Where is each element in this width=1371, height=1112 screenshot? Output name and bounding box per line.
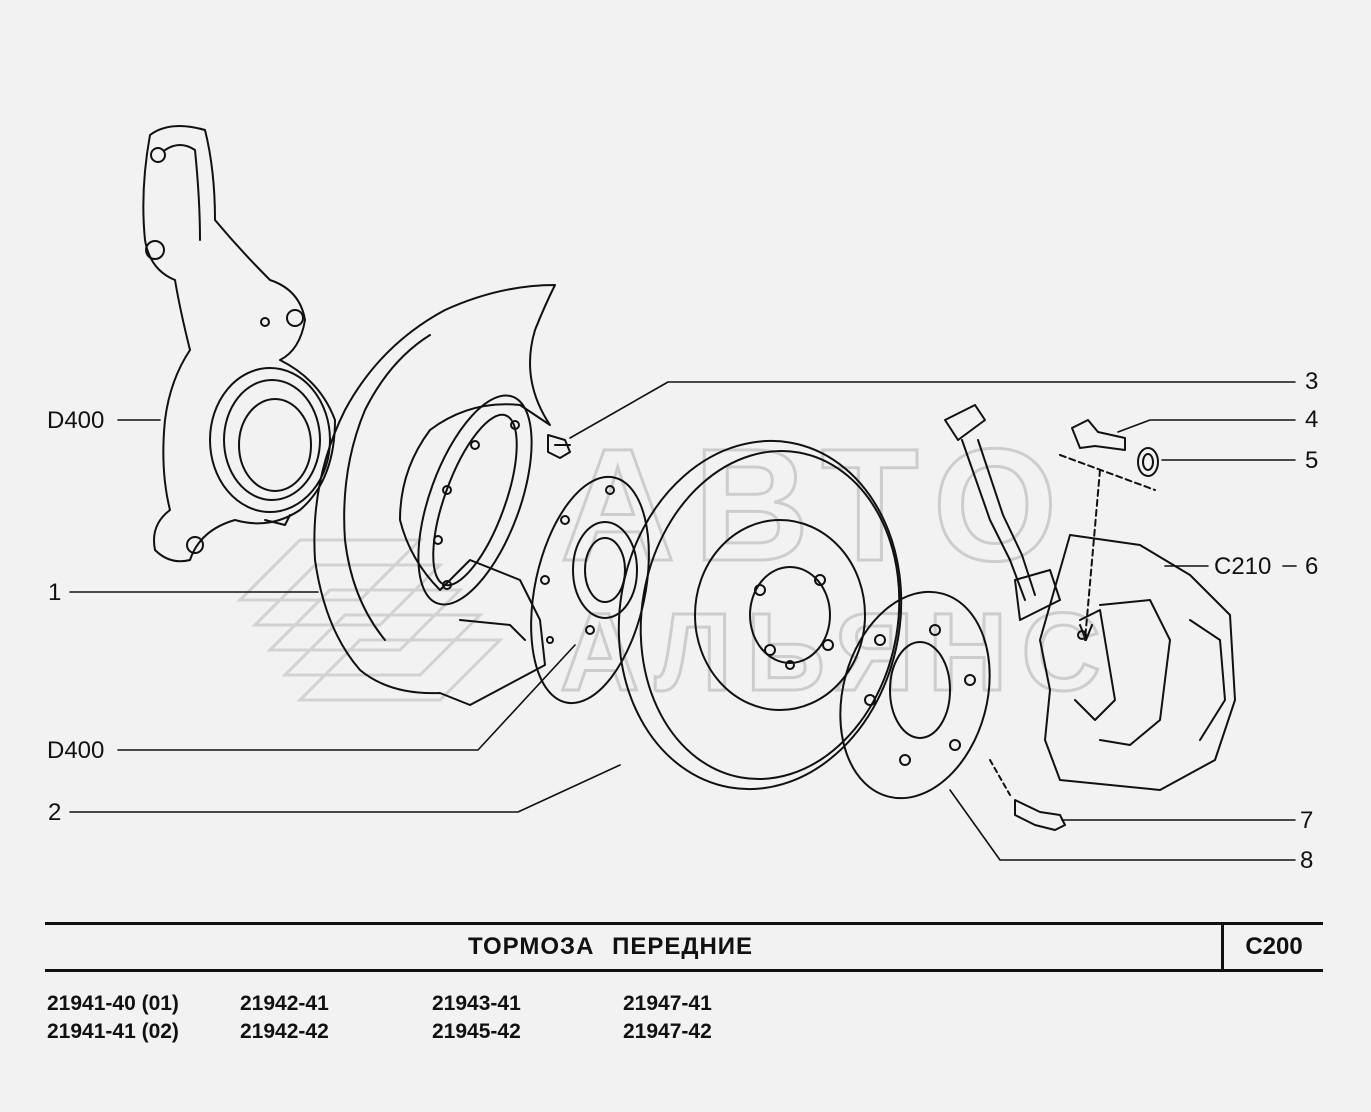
wheel-stud [989,759,1066,831]
title-bar: ТОРМОЗА ПЕРЕДНИЕ C200 [45,922,1323,972]
page-title: ТОРМОЗА ПЕРЕДНИЕ [467,933,754,960]
callout-4: 4 [1305,406,1319,433]
model-code: 21943-41 [432,992,521,1015]
washer [1137,447,1159,477]
callout-8: 8 [1300,847,1314,874]
callout-1: 1 [48,579,62,606]
callout-d400-bottom: D400 [47,737,105,764]
caliper-bolt [1059,419,1156,641]
callout-3: 3 [1305,368,1319,395]
callout-5: 5 [1305,447,1319,474]
brake-caliper [1014,534,1236,791]
callout-c210: C210 [1214,553,1272,580]
watermark-text-1: АВТО [560,415,1075,594]
model-code: 21945-42 [432,1020,521,1043]
bolt-3 [547,434,571,459]
callout-2: 2 [48,799,62,826]
model-code: 21941-40 (01) [47,992,179,1015]
wheel-hub [530,475,650,705]
callout-6: 6 [1305,553,1319,580]
callout-7: 7 [1300,807,1314,834]
model-code: 21942-41 [240,992,329,1015]
watermark: АВТО АЛЬЯНС [236,414,1115,716]
brake-shield [313,284,556,706]
watermark-logo [236,538,504,702]
model-code: 21941-41 (02) [47,1020,179,1043]
model-code: 21947-41 [623,992,712,1015]
brake-disc [617,439,903,791]
model-code: 21947-42 [623,1020,712,1043]
model-code: 21942-42 [240,1020,329,1043]
title-divider [1221,925,1224,969]
wheel-shim [839,590,991,800]
callout-d400-top: D400 [47,407,105,434]
steering-knuckle [142,125,336,563]
section-code: C200 [1245,933,1303,960]
watermark-text-2: АЛЬЯНС [560,591,1115,714]
leader-lines [69,381,1297,861]
